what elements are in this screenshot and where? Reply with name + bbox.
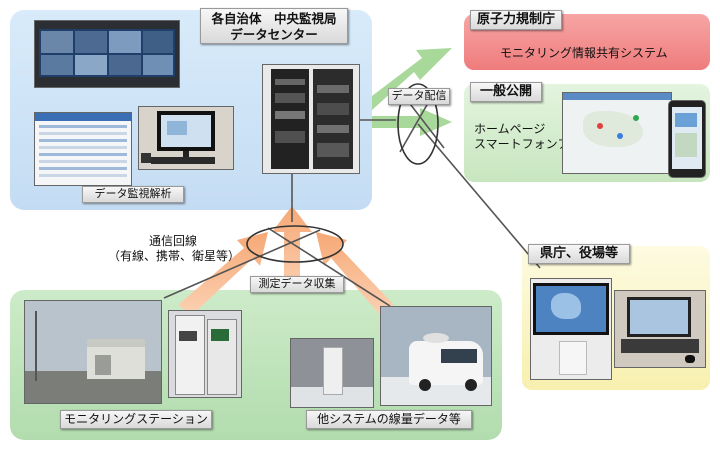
prefecture-display-photo [530, 278, 612, 380]
collection-label: 測定データ収集 [250, 276, 344, 293]
nra-title: 原子力規制庁 [470, 10, 562, 30]
video-wall-photo [34, 20, 180, 88]
workstation-photo [138, 106, 234, 170]
monitoring-station-label: モニタリングステーション [60, 410, 212, 429]
comm-line-types: （有線、携帯、衛星等） [108, 249, 241, 263]
public-map-photo [562, 92, 672, 174]
comm-line-title: 通信回線 [148, 234, 197, 248]
prefecture-title: 県庁、役場等 [528, 244, 630, 264]
upload-arrows [178, 206, 394, 315]
analysis-label: データ監視解析 [82, 186, 184, 203]
data-center-title: 各自治体 中央監視局 データセンター [200, 8, 348, 44]
station-equipment-photo [168, 310, 242, 398]
distribution-label: データ配信 [388, 88, 450, 105]
data-center-title-line2: データセンター [230, 26, 318, 42]
smartphone-photo [668, 100, 706, 178]
monitoring-station-photo [24, 300, 162, 404]
data-center-title-line1: 各自治体 中央監視局 [211, 11, 337, 26]
distribution-arrows [372, 48, 452, 136]
detector-photo [290, 338, 374, 408]
other-system-label: 他システムの線量データ等 [306, 410, 472, 429]
public-homepage-label: ホームページ [474, 122, 546, 136]
laptop-photo [614, 290, 706, 368]
public-title: 一般公開 [470, 82, 542, 102]
server-rack-photo [262, 64, 360, 174]
monitoring-vehicle-photo [380, 306, 492, 406]
comm-line-label: 通信回線 （有線、携帯、衛星等） [108, 234, 241, 264]
comm-line-ellipse [246, 225, 344, 263]
nra-system-label: モニタリング情報共有システム [500, 46, 668, 60]
link-lines [163, 95, 541, 307]
distribution-ellipse [397, 83, 439, 165]
analysis-screenshot-photo [34, 112, 132, 186]
